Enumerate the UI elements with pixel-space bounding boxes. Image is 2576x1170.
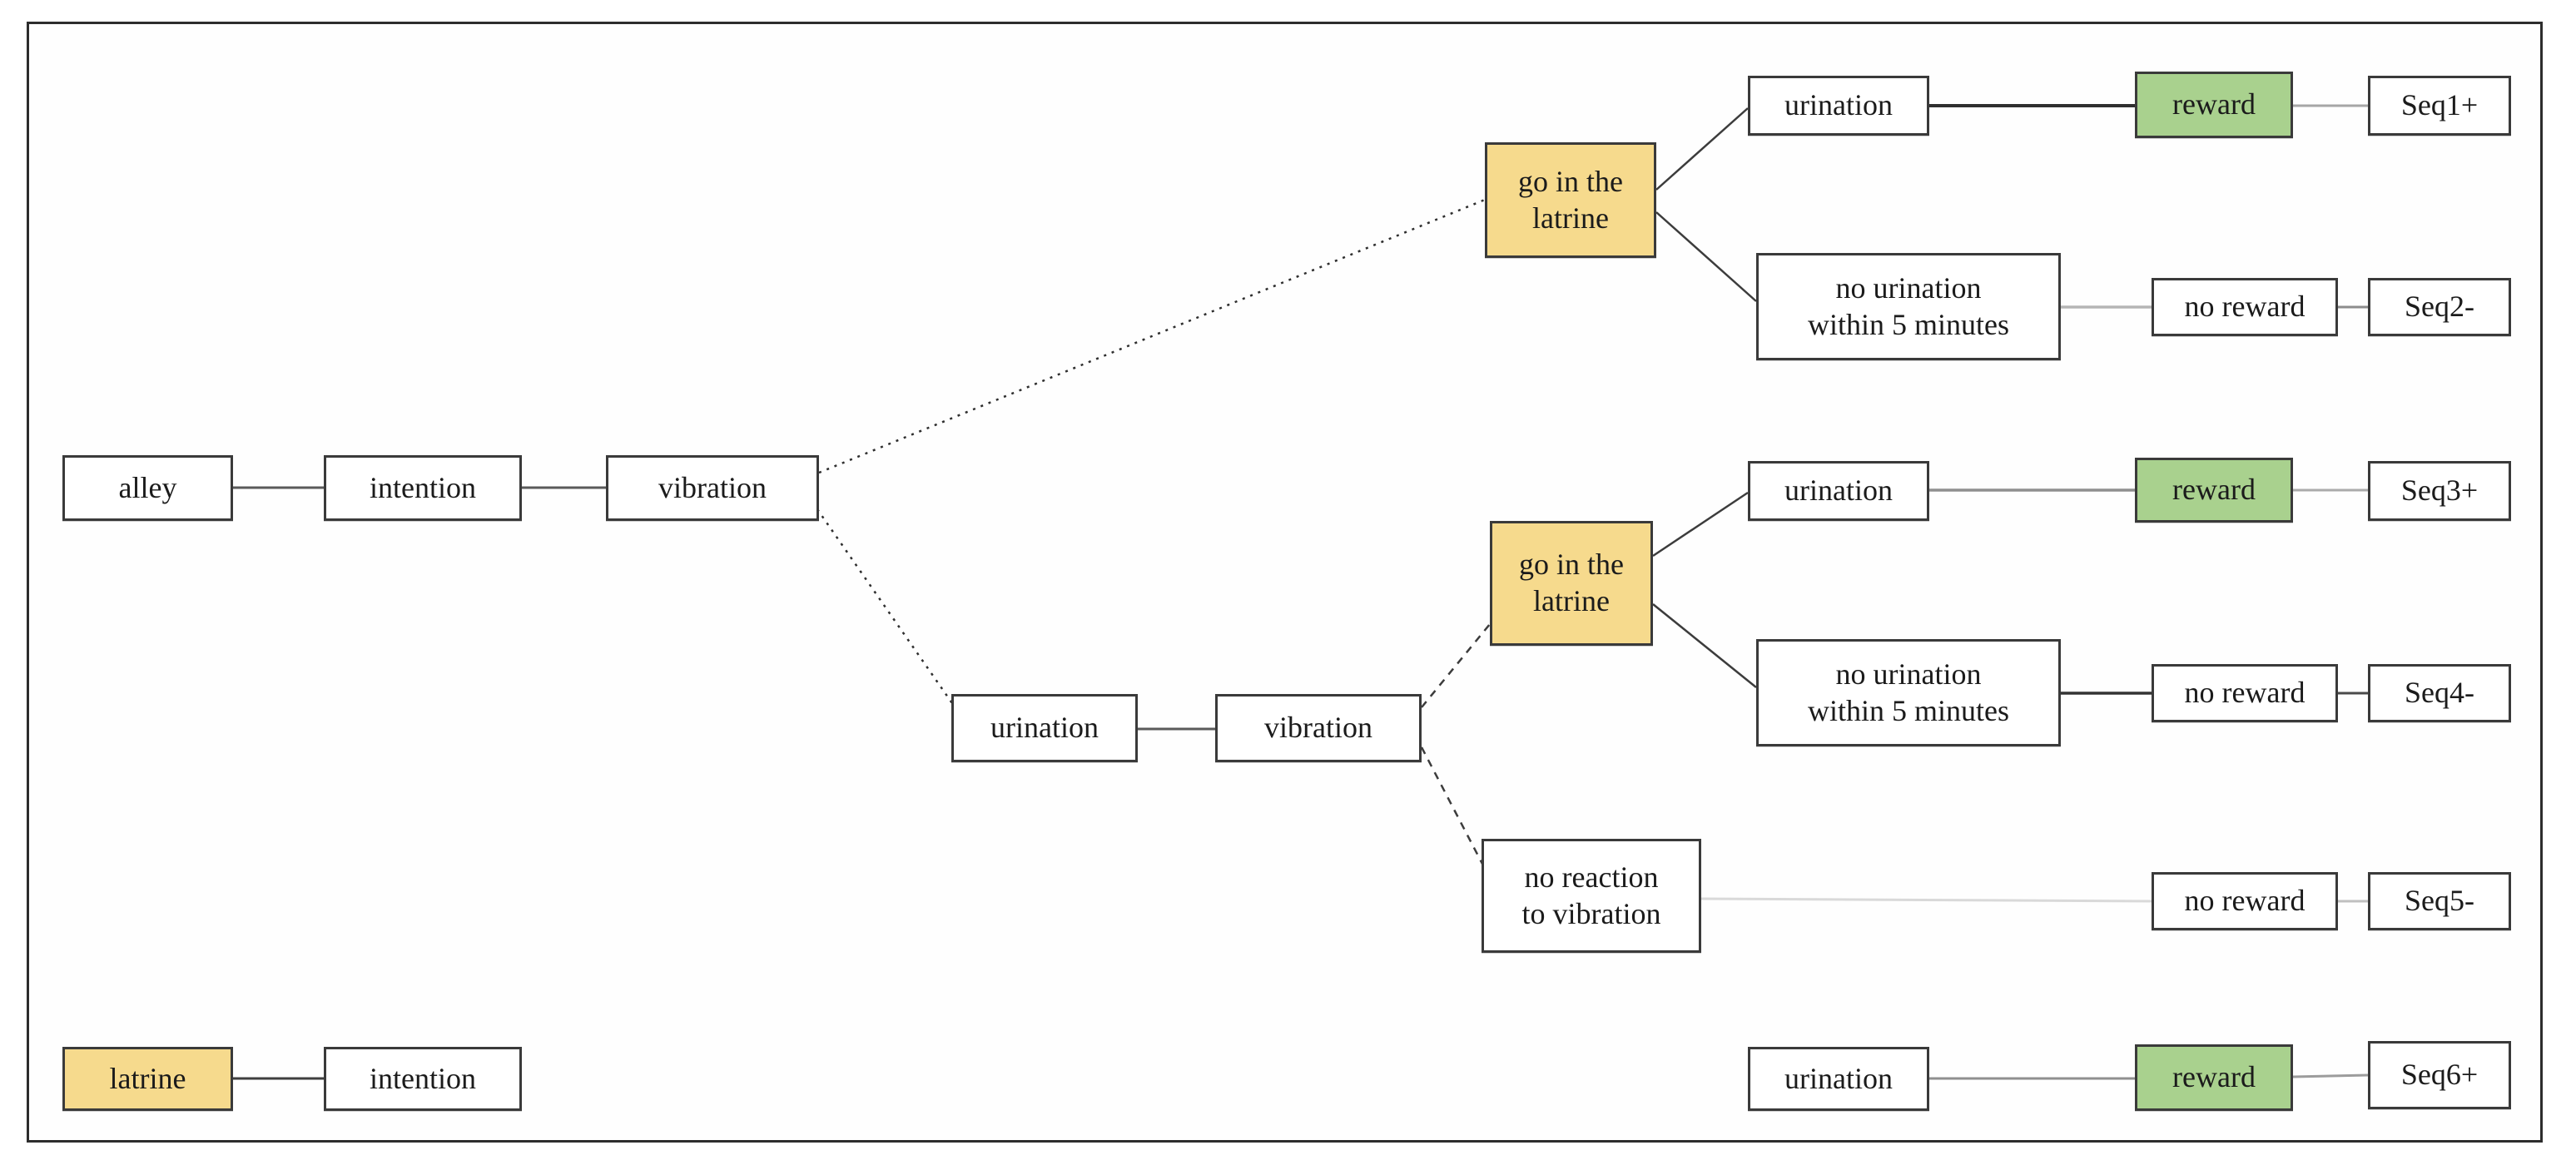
node-intention-1: intention <box>324 455 522 521</box>
node-intention-2: intention <box>324 1047 522 1111</box>
node-vibration-1: vibration <box>606 455 819 521</box>
diagram-frame <box>27 22 2543 1143</box>
node-no-urination-1: no urination within 5 minutes <box>1756 253 2061 360</box>
edge-reward-3-to-seq6 <box>2292 1073 2369 1078</box>
node-urination-1: urination <box>1748 76 1929 136</box>
edge-vibration-1-to-go-latrine-1 <box>818 198 1486 474</box>
edge-lines <box>233 104 2369 1080</box>
node-seq4: Seq4- <box>2368 664 2511 722</box>
node-reward-3: reward <box>2135 1044 2293 1111</box>
node-seq5: Seq5- <box>2368 872 2511 930</box>
edge-go-latrine-2-to-urination-2 <box>1652 491 1749 558</box>
node-latrine: latrine <box>62 1047 233 1111</box>
node-reward-1: reward <box>2135 72 2293 138</box>
node-seq2: Seq2- <box>2368 278 2511 336</box>
node-urination-3: urination <box>951 694 1138 762</box>
edge-go-latrine-1-to-no-urination-1 <box>1655 211 1757 302</box>
node-vibration-2: vibration <box>1215 694 1422 762</box>
node-no-reward-1: no reward <box>2152 278 2338 336</box>
node-go-latrine-2: go in the latrine <box>1490 521 1653 646</box>
edge-vibration-2-to-go-latrine-2 <box>1421 623 1491 708</box>
node-seq3: Seq3+ <box>2368 461 2511 521</box>
node-go-latrine-1: go in the latrine <box>1485 142 1656 258</box>
edge-go-latrine-1-to-urination-1 <box>1655 107 1749 191</box>
node-urination-4: urination <box>1748 1047 1929 1111</box>
node-no-urination-2: no urination within 5 minutes <box>1756 639 2061 746</box>
node-reward-2: reward <box>2135 458 2293 523</box>
node-no-reward-3: no reward <box>2152 872 2338 930</box>
node-urination-2: urination <box>1748 461 1929 521</box>
edge-no-reaction-to-no-reward-3 <box>1700 897 2152 903</box>
node-no-reward-2: no reward <box>2152 664 2338 722</box>
edge-go-latrine-2-to-no-urination-2 <box>1652 603 1757 688</box>
node-seq1: Seq1+ <box>2368 76 2511 136</box>
node-seq6: Seq6+ <box>2368 1041 2511 1109</box>
node-no-reaction: no reaction to vibration <box>1482 839 1701 953</box>
node-alley: alley <box>62 455 233 521</box>
